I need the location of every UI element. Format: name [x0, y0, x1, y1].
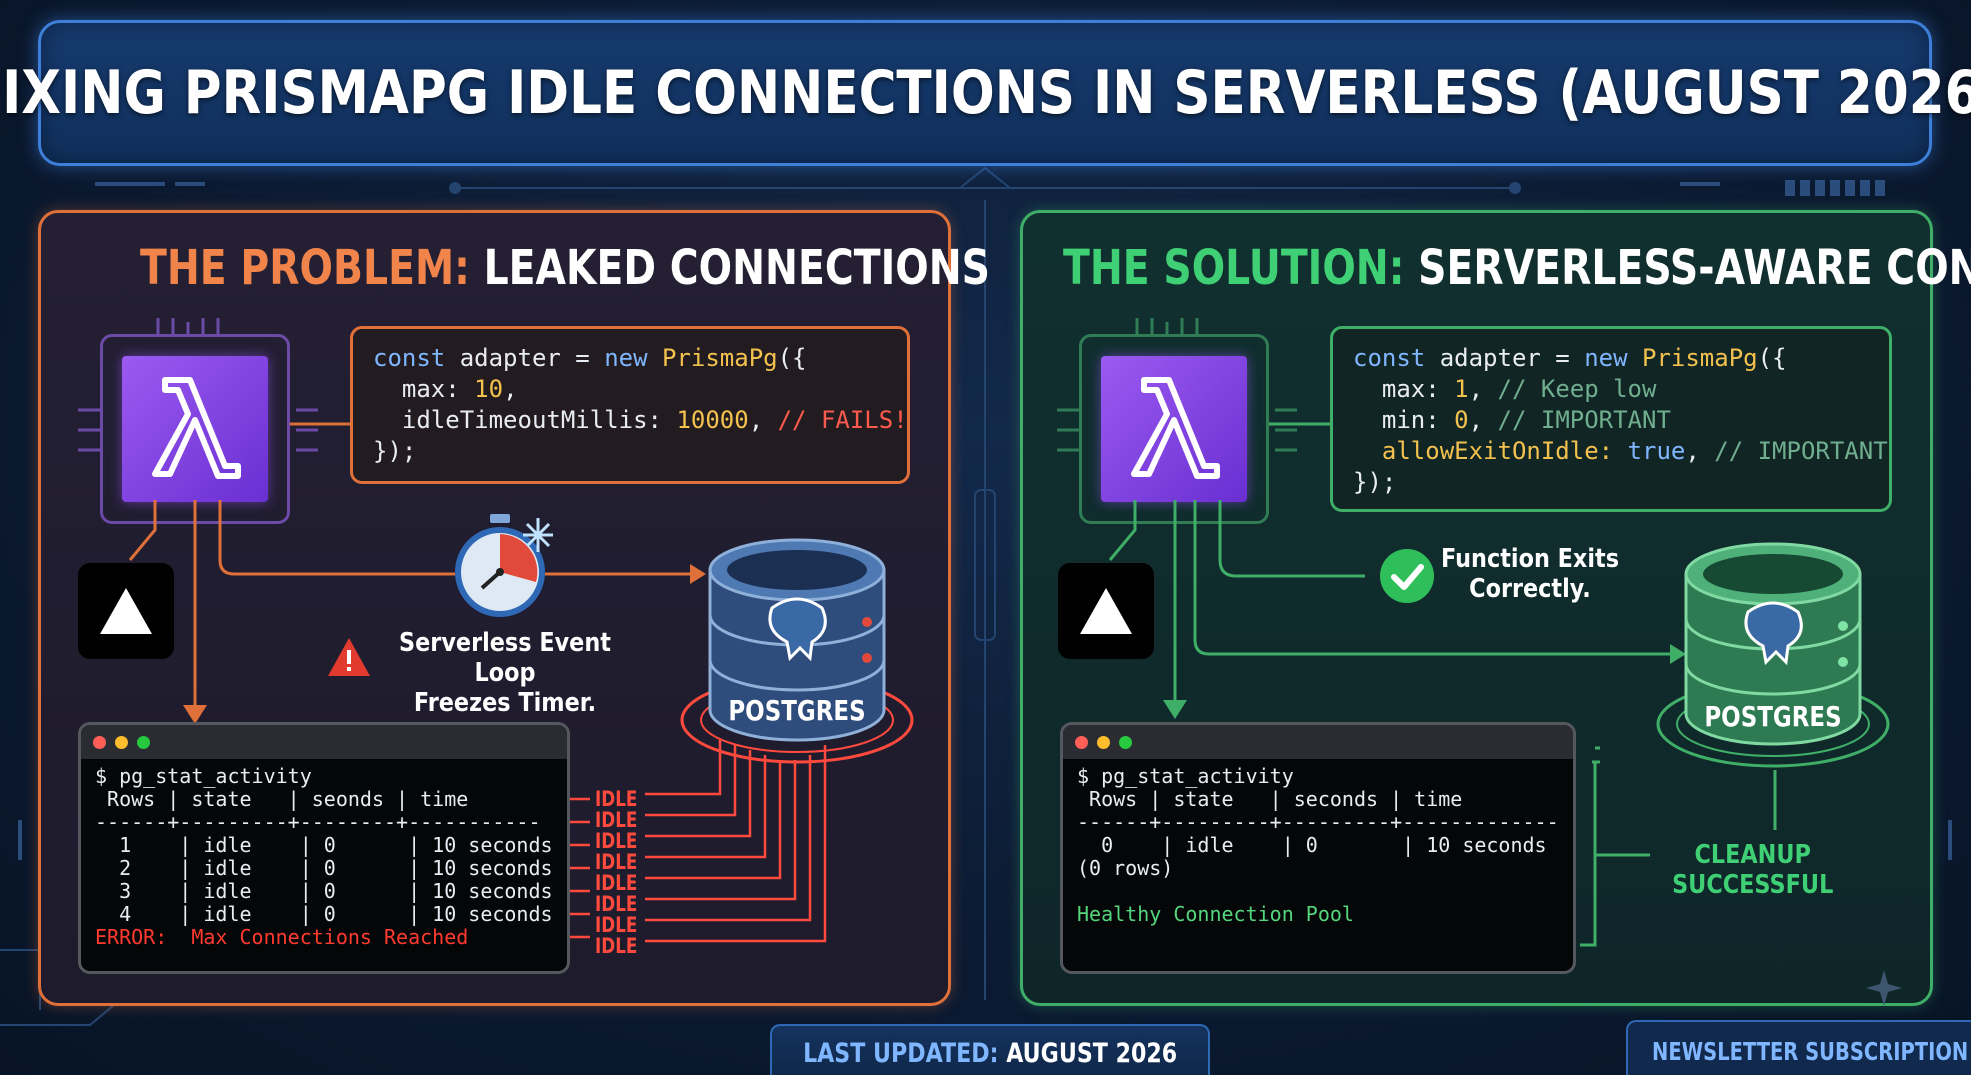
title-banner: FIXING PRISMAPG IDLE CONNECTIONS IN SERV…	[0, 20, 1971, 166]
function-exits-label: Function Exits Correctly.	[1440, 544, 1620, 604]
table-row: 4 | idle | 0 | 10 seconds	[95, 902, 553, 926]
solution-heading-rest: SERVERLESS-AWARE CONFIG	[1418, 240, 1971, 296]
problem-heading: THE PROBLEM: LEAKED CONNECTIONS	[140, 240, 990, 296]
cleanup-successful-label: CLEANUP SUCCESSFUL	[1672, 840, 1834, 900]
close-dot-icon	[93, 735, 106, 749]
table-row: 1 | idle | 0 | 10 seconds	[95, 833, 553, 857]
terminal-title-bar	[1063, 725, 1573, 759]
sparkle-icon	[1866, 970, 1902, 1006]
warning-label: Serverless Event Loop Freezes Timer.	[399, 628, 611, 718]
check-circle-icon	[1380, 549, 1434, 603]
aws-lambda-icon	[1101, 356, 1247, 502]
chip-pins-right	[1057, 318, 1297, 452]
postgres-database-icon-problem	[680, 538, 914, 764]
chip-pins-left	[78, 318, 318, 452]
table-row: 3 | idle | 0 | 10 seconds	[95, 879, 553, 903]
solution-code-block: const adapter = new PrismaPg({ max: 1, /…	[1330, 326, 1892, 512]
solution-heading: THE SOLUTION: SERVERLESS-AWARE CONFIG	[1063, 240, 1971, 296]
last-updated-banner: LAST UPDATED: AUGUST 2026	[770, 1024, 1210, 1075]
terminal-title-bar	[81, 725, 567, 759]
idle-labels: IDLE IDLE IDLE IDLE IDLE IDLE IDLE IDLE	[595, 787, 638, 958]
stopwatch-snowflake-icon	[455, 514, 553, 617]
terminal-output: $ pg_stat_activity Rows | state | second…	[1077, 764, 1559, 926]
terminal-output: $ pg_stat_activity Rows | state | seonds…	[95, 764, 553, 949]
problem-terminal: $ pg_stat_activity Rows | state | seonds…	[78, 722, 570, 974]
minimize-dot-icon	[1097, 735, 1110, 749]
postgres-label-problem: POSTGRES	[728, 694, 866, 727]
problem-heading-prefix: THE PROBLEM:	[140, 240, 470, 296]
table-row: 0 | idle | 0 | 10 seconds	[1077, 833, 1547, 857]
vercel-logo-icon	[78, 563, 174, 659]
maximize-dot-icon	[137, 735, 150, 749]
solution-flow-lines	[1108, 422, 1777, 947]
vercel-logo-icon	[1058, 563, 1154, 659]
solution-terminal: $ pg_stat_activity Rows | state | second…	[1060, 722, 1576, 974]
newsletter-label: NEWSLETTER SUBSCRIPTION	[1652, 1036, 1969, 1066]
maximize-dot-icon	[1119, 735, 1132, 749]
last-updated-date: AUGUST 2026	[1006, 1037, 1178, 1069]
aws-lambda-icon	[122, 356, 268, 502]
newsletter-subscription-button[interactable]: NEWSLETTER SUBSCRIPTION	[1626, 1020, 1971, 1075]
minimize-dot-icon	[115, 735, 128, 749]
close-dot-icon	[1075, 735, 1088, 749]
problem-heading-rest: LEAKED CONNECTIONS	[483, 240, 991, 296]
postgres-label-solution: POSTGRES	[1704, 700, 1842, 733]
problem-code-block: const adapter = new PrismaPg({ max: 10, …	[350, 326, 910, 484]
page-title: FIXING PRISMAPG IDLE CONNECTIONS IN SERV…	[0, 58, 1971, 128]
warning-icon	[328, 638, 370, 676]
solution-heading-prefix: THE SOLUTION:	[1063, 240, 1405, 296]
postgres-database-icon-solution	[1656, 542, 1890, 768]
last-updated-prefix: LAST UPDATED:	[802, 1037, 999, 1069]
table-row: 2 | idle | 0 | 10 seconds	[95, 856, 553, 880]
